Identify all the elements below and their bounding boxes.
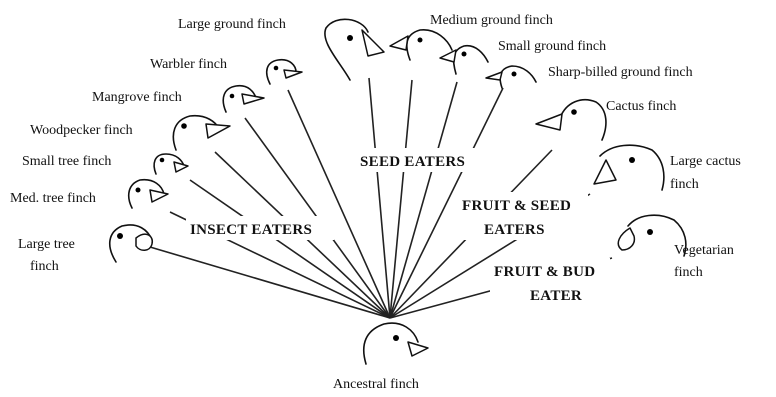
label-sharp-billed-ground-finch: Sharp-billed ground finch [548, 65, 693, 80]
label-small-ground-finch: Small ground finch [498, 39, 606, 54]
label-ancestral-finch: Ancestral finch [333, 377, 419, 392]
large-tree-finch-icon [110, 225, 153, 262]
group-insect-eaters: INSECT EATERS [190, 222, 312, 238]
label-large-cactus-finch-line2: finch [670, 177, 699, 192]
large-ground-finch-icon [325, 19, 384, 80]
group-fruit-bud-eater-line1: FRUIT & BUD [494, 264, 595, 280]
label-large-tree-finch-line1: Large tree [18, 237, 75, 252]
small-tree-finch-icon [154, 154, 188, 174]
cactus-finch-icon [536, 100, 606, 140]
label-vegetarian-finch-line2: finch [674, 265, 703, 280]
sharp-billed-ground-finch-icon [486, 66, 536, 88]
label-large-cactus-finch-line1: Large cactus [670, 154, 741, 169]
label-woodpecker-finch: Woodpecker finch [30, 123, 133, 138]
label-warbler-finch: Warbler finch [150, 57, 227, 72]
med-tree-finch-icon [129, 180, 168, 208]
label-large-tree-finch-line2: finch [30, 259, 59, 274]
label-mangrove-finch: Mangrove finch [92, 90, 182, 105]
label-small-tree-finch: Small tree finch [22, 154, 111, 169]
line-medium-ground [390, 80, 412, 318]
warbler-finch-icon [267, 60, 302, 84]
mangrove-finch-icon [223, 86, 264, 112]
line-large-ground [369, 78, 390, 318]
group-fruit-seed-eaters-line1: FRUIT & SEED [462, 198, 571, 214]
large-cactus-finch-icon [594, 145, 664, 190]
label-large-ground-finch: Large ground finch [178, 17, 286, 32]
woodpecker-finch-icon [173, 116, 230, 150]
line-large-tree [150, 247, 390, 318]
group-fruit-seed-eaters-line2: EATERS [484, 222, 545, 238]
group-fruit-bud-eater-line2: EATER [530, 288, 582, 304]
medium-ground-finch-icon [390, 30, 452, 60]
line-warbler [288, 90, 390, 318]
group-seed-eaters: SEED EATERS [360, 154, 465, 170]
label-vegetarian-finch-line1: Vegetarian [674, 243, 734, 258]
ancestral-finch-icon [364, 323, 428, 364]
label-med-tree-finch: Med. tree finch [10, 191, 96, 206]
label-medium-ground-finch: Medium ground finch [430, 13, 553, 28]
label-cactus-finch: Cactus finch [606, 99, 676, 114]
